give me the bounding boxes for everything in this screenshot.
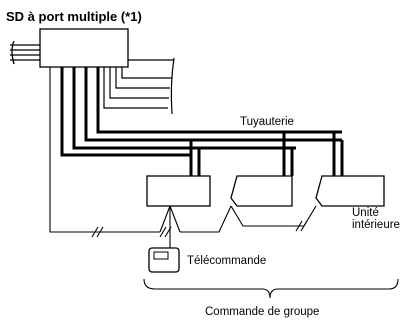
control-wiring bbox=[49, 67, 317, 248]
indoor-unit-3 bbox=[315, 175, 385, 207]
group-control-label: Commande de groupe bbox=[205, 306, 320, 318]
remote-control-label: Télécommande bbox=[187, 255, 267, 267]
title: SD à port multiple (*1) bbox=[6, 9, 142, 24]
indoor-unit-2 bbox=[230, 175, 293, 207]
piping-bundle bbox=[60, 67, 344, 176]
indoor-unit-label-line1: Unité bbox=[352, 207, 379, 219]
remote-controller-icon bbox=[148, 247, 180, 273]
indoor-unit-1 bbox=[146, 175, 211, 207]
group-control-brace bbox=[143, 278, 399, 299]
wire-break-marks bbox=[91, 220, 308, 238]
power-cable bbox=[10, 40, 40, 65]
branch-stubs bbox=[103, 57, 175, 115]
multi-port-box bbox=[39, 28, 129, 68]
indoor-unit-label-line2: intérieure bbox=[352, 219, 400, 231]
indoor-unit-label: Unité intérieure bbox=[352, 207, 400, 231]
piping-label: Tuyauterie bbox=[240, 116, 294, 128]
